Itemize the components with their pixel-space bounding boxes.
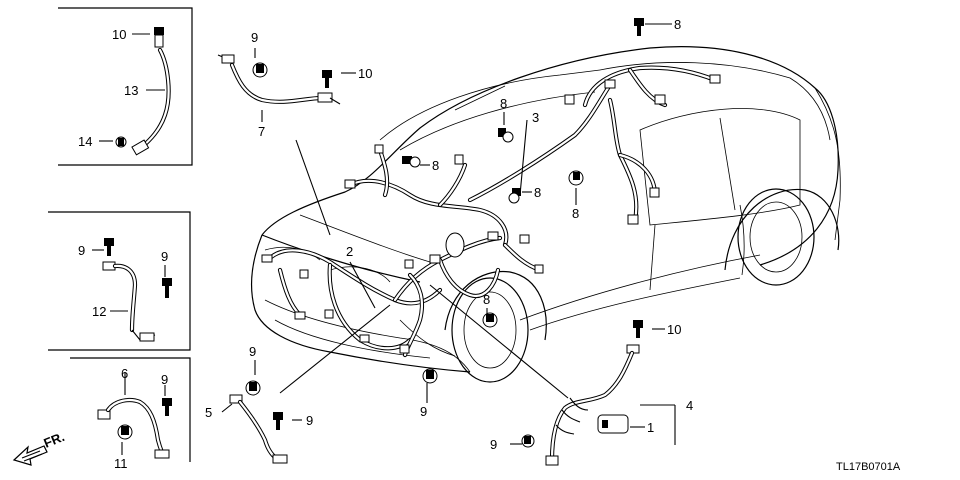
- callout-9: 9: [420, 404, 427, 419]
- callout-4: 4: [686, 398, 693, 413]
- callout-8: 8: [483, 292, 490, 307]
- front-direction-arrow: FR.: [12, 429, 67, 466]
- engine-room-harness: [267, 235, 503, 358]
- callout-7: 7: [258, 124, 265, 139]
- harness-connectors: [261, 74, 721, 354]
- callout-9: 9: [161, 249, 168, 264]
- car-body-outline: [250, 46, 841, 383]
- ground-cable-13: [115, 27, 171, 156]
- callout-9: 9: [251, 30, 258, 45]
- callout-5: 5: [205, 405, 212, 420]
- ground-cable-12: [102, 238, 172, 342]
- ground-cable-5: [229, 380, 288, 464]
- callout-9: 9: [78, 243, 85, 258]
- callout-10: 10: [112, 27, 126, 42]
- bolt-8-roof: [634, 18, 644, 36]
- callout-9: 9: [161, 372, 168, 387]
- callout-labels: 10 13 14 9 10 7 8 8 3 8 8 8 2 8 10 4 1 9…: [78, 17, 693, 471]
- callout-13: 13: [124, 83, 138, 98]
- inset-frames: [48, 7, 193, 462]
- bolt-8-wheel: [482, 312, 498, 328]
- callout-9: 9: [249, 344, 256, 359]
- battery-cable-4: [422, 320, 643, 466]
- callout-1: 1: [647, 420, 654, 435]
- bolt-8-pillar: [568, 170, 584, 186]
- callout-8: 8: [500, 96, 507, 111]
- callout-9: 9: [490, 437, 497, 452]
- callout-11: 11: [114, 456, 128, 471]
- bolt-8-mid: [508, 188, 521, 204]
- callout-12: 12: [92, 304, 106, 319]
- callout-10: 10: [667, 322, 681, 337]
- callout-8: 8: [572, 206, 579, 221]
- diagram-code: TL17B0701A: [836, 461, 901, 473]
- callout-8: 8: [674, 17, 681, 32]
- leader-lines: [92, 23, 676, 455]
- callout-14: 14: [78, 134, 92, 149]
- callout-8: 8: [432, 158, 439, 173]
- ground-cable-6: [97, 398, 172, 459]
- callout-10: 10: [358, 66, 372, 81]
- callout-6: 6: [121, 366, 128, 381]
- callout-2: 2: [346, 244, 353, 259]
- callout-8: 8: [534, 185, 541, 200]
- bolt-8-cowl: [498, 128, 514, 143]
- bolt-8-left: [402, 156, 421, 168]
- ground-cable-7: [217, 54, 341, 105]
- callout-9: 9: [306, 413, 313, 428]
- callout-3: 3: [532, 110, 539, 125]
- front-arrow-label: FR.: [42, 429, 67, 451]
